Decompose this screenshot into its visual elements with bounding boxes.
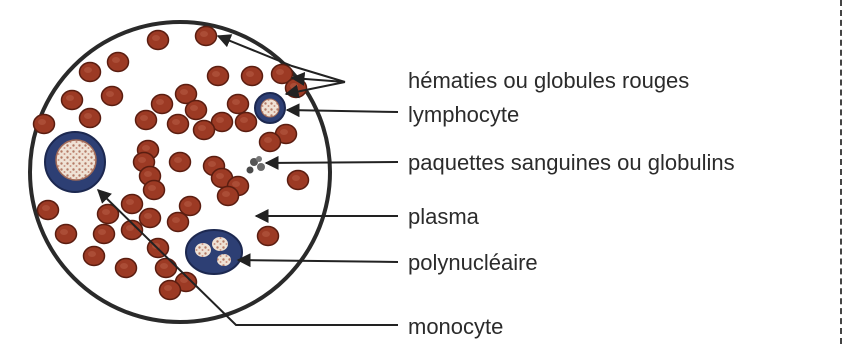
red-blood-cell-highlight — [84, 67, 92, 73]
red-blood-cell-highlight — [140, 115, 148, 121]
red-blood-cell-highlight — [212, 71, 220, 77]
arrow-paquettes — [266, 162, 398, 163]
red-blood-cell-highlight — [98, 229, 106, 235]
red-blood-cell-highlight — [172, 217, 180, 223]
red-blood-cell-highlight — [180, 89, 188, 95]
label-hematies: hématies ou globules rouges — [408, 68, 689, 93]
red-blood-cell-highlight — [262, 231, 270, 237]
red-blood-cell-highlight — [112, 57, 120, 63]
red-blood-cell-highlight — [144, 171, 152, 177]
red-blood-cell-highlight — [184, 201, 192, 207]
label-polynucleaire: polynucléaire — [408, 250, 538, 275]
red-blood-cell-highlight — [276, 69, 284, 75]
red-blood-cell-highlight — [240, 117, 248, 123]
red-blood-cell-highlight — [216, 117, 224, 123]
red-blood-cell-highlight — [126, 225, 134, 231]
red-blood-cell-highlight — [84, 113, 92, 119]
red-blood-cell-highlight — [102, 209, 110, 215]
red-blood-cell-highlight — [88, 251, 96, 257]
red-blood-cell-highlight — [174, 157, 182, 163]
red-blood-cell-highlight — [60, 229, 68, 235]
red-blood-cell-highlight — [222, 191, 230, 197]
label-lymphocyte: lymphocyte — [408, 102, 519, 127]
red-blood-cell-highlight — [164, 285, 172, 291]
red-blood-cell-highlight — [246, 71, 254, 77]
red-blood-cell-highlight — [190, 105, 198, 111]
red-blood-cell-highlight — [148, 185, 156, 191]
label-paquettes: paquettes sanguines ou globulins — [408, 150, 735, 175]
red-blood-cell-highlight — [66, 95, 74, 101]
label-monocyte: monocyte — [408, 314, 503, 339]
red-blood-cell-highlight — [280, 129, 288, 135]
red-blood-cell-highlight — [172, 119, 180, 125]
red-blood-cell-highlight — [42, 205, 50, 211]
red-blood-cell-highlight — [38, 119, 46, 125]
red-blood-cell-highlight — [290, 83, 298, 89]
red-blood-cell-highlight — [198, 125, 206, 131]
red-blood-cell-highlight — [144, 213, 152, 219]
red-blood-cell-highlight — [156, 99, 164, 105]
lymphocyte-cell — [255, 93, 285, 123]
red-blood-cell-highlight — [126, 199, 134, 205]
red-blood-cell-highlight — [160, 263, 168, 269]
label-plasma: plasma — [408, 204, 480, 229]
red-blood-cell-highlight — [264, 137, 272, 143]
monocyte-cell — [45, 132, 105, 192]
red-blood-cell-highlight — [200, 31, 208, 37]
red-blood-cell-highlight — [152, 35, 160, 41]
red-blood-cell-highlight — [208, 161, 216, 167]
red-blood-cell-highlight — [106, 91, 114, 97]
red-blood-cell-highlight — [120, 263, 128, 269]
red-blood-cell-highlight — [292, 175, 300, 181]
red-blood-cell-highlight — [216, 173, 224, 179]
red-blood-cell-highlight — [138, 157, 146, 163]
red-blood-cell-highlight — [142, 145, 150, 151]
red-blood-cell-highlight — [232, 181, 240, 187]
red-blood-cell-highlight — [232, 99, 240, 105]
polynucleaire-cell — [186, 230, 242, 274]
page-edge — [840, 0, 844, 344]
